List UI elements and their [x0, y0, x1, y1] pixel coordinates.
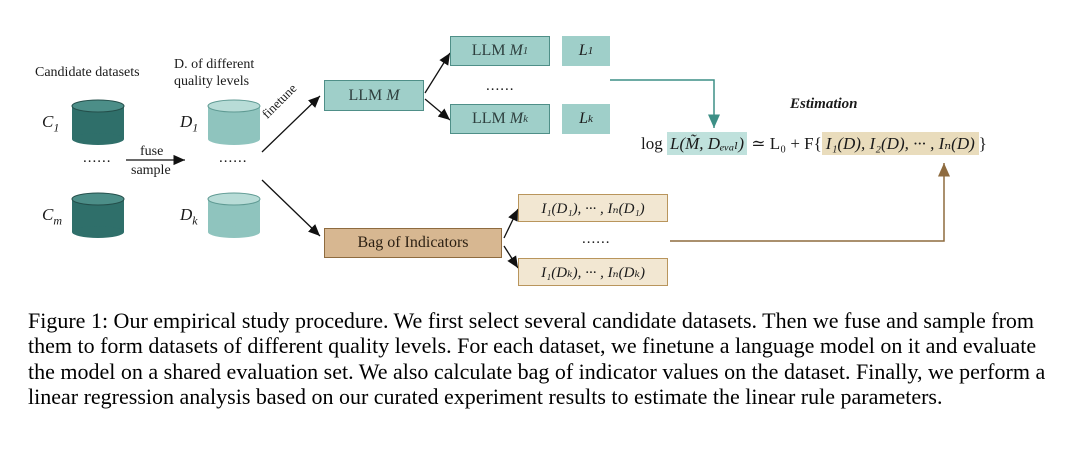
- estimation-label: Estimation: [790, 96, 858, 112]
- finetune-arrow: [261, 95, 321, 153]
- dataset-dk-cylinder-icon: [207, 192, 261, 238]
- equation-indicator-term: I₁(D), I₂(D), ··· , Iₙ(D): [821, 132, 979, 155]
- dataset-d1-label: D1: [180, 112, 199, 135]
- dataset-dk-label: Dk: [180, 205, 198, 228]
- indicator-ellipsis: ......: [582, 231, 611, 247]
- equation-loss-term: L(M̃, Dₑᵥₐₗ): [666, 132, 748, 155]
- equation-suffix: }: [978, 134, 987, 153]
- equation-log: log: [641, 134, 663, 153]
- estimation-equation: log L(M̃, Dₑᵥₐₗ) ≃ L₀ + F{I₁(D), I₂(D), …: [641, 132, 987, 155]
- llm-m1-arrow: [424, 52, 451, 94]
- indicator-row-k: I₁(Dₖ), ··· , Iₙ(Dₖ): [518, 258, 668, 286]
- dataset-ellipsis: ......: [219, 150, 248, 166]
- figure-caption: Figure 1: Our empirical study procedure.…: [28, 308, 1058, 410]
- candidate-ellipsis: ......: [83, 150, 112, 166]
- candidate-cm-cylinder-icon: [71, 192, 125, 238]
- quality-levels-label-line1: D. of different: [174, 57, 255, 72]
- sample-label: sample: [131, 163, 171, 178]
- dataset-d1-cylinder-icon: [207, 99, 261, 145]
- fuse-label: fuse: [140, 144, 164, 159]
- equation-middle: ≃ L₀ + F{: [751, 134, 822, 153]
- llm-mk-arrow: [424, 98, 451, 121]
- indicator-row-1: I₁(D₁), ··· , Iₙ(D₁): [518, 194, 668, 222]
- diagram: Candidate datasets D. of different quali…: [35, 36, 987, 286]
- candidate-cm-label: Cm: [42, 205, 63, 228]
- connector-layer: [126, 52, 950, 269]
- ind-row1-arrow: [503, 208, 519, 239]
- llm-ellipsis: ......: [486, 78, 515, 94]
- quality-levels-label-line2: quality levels: [174, 74, 250, 89]
- candidate-datasets-label: Candidate datasets: [35, 65, 140, 80]
- indicator-arrow: [261, 179, 321, 237]
- bag-of-indicators-box: Bag of Indicators: [324, 228, 502, 258]
- llm-base-box: LLM M: [324, 80, 424, 111]
- caption-text: Figure 1: Our empirical study procedure.…: [28, 308, 1046, 410]
- ind-rowk-arrow: [503, 245, 519, 269]
- candidate-c1-label: C1: [42, 112, 60, 135]
- indicator-connector: [670, 163, 950, 242]
- loss-connector: [610, 79, 720, 128]
- candidate-c1-cylinder-icon: [71, 99, 125, 145]
